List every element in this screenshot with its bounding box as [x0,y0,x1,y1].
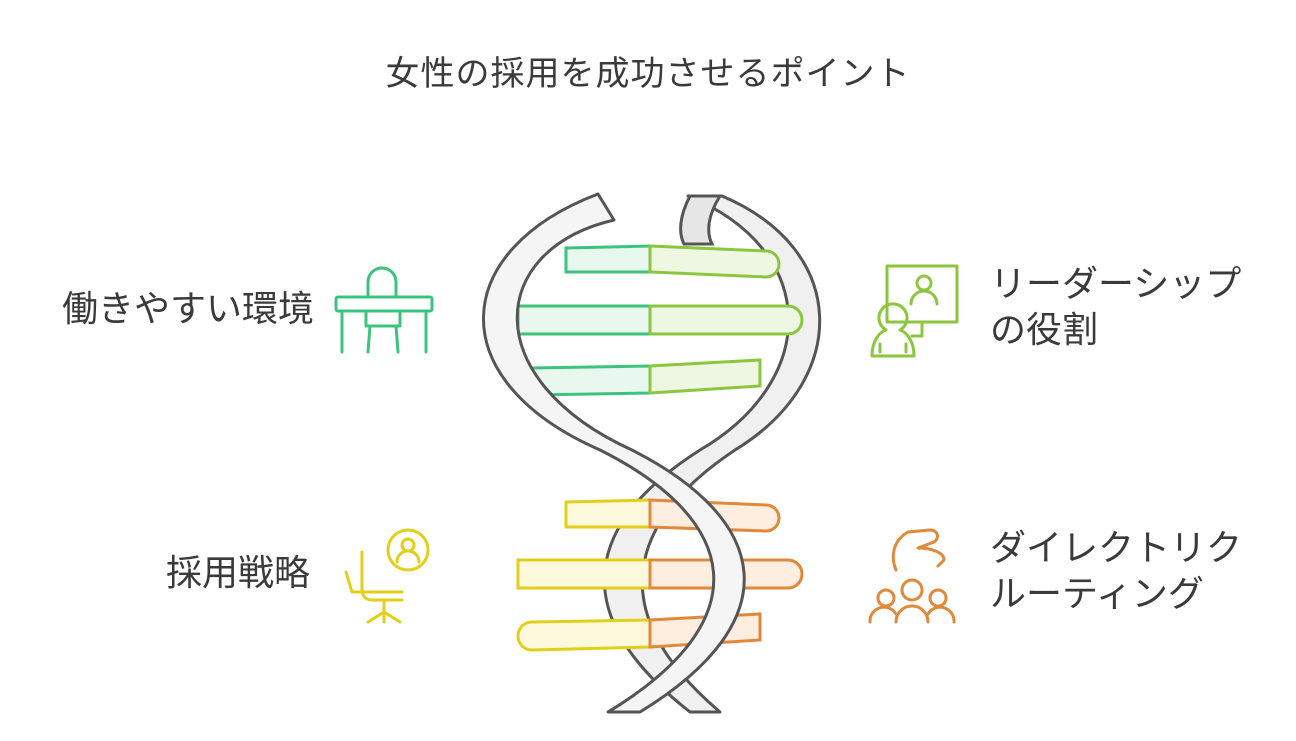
label-work-environment: 働きやすい環境 [61,289,314,330]
dna-back-strand [602,194,822,714]
group-hand-icon [868,528,956,624]
label-direct-recruiting: ダイレクトリク ルーティング [990,526,1290,618]
rung-top-3 [517,358,762,397]
label-leadership-line2: の役割 [990,310,1099,351]
rung-bottom-2 [516,558,804,590]
rung-top-2 [516,304,804,336]
label-leadership: リーダーシップ の役割 [990,262,1290,354]
dna-front-strand [482,192,746,714]
label-leadership-line1: リーダーシップ [990,264,1242,305]
label-direct-recruiting-line2: ルーティング [990,574,1204,615]
label-recruitment-strategy: 採用戦略 [165,553,310,594]
label-direct-recruiting-line1: ダイレクトリク [990,528,1243,569]
desk-chair-icon [334,266,434,354]
page-title: 女性の採用を成功させるポイント [385,54,911,94]
candidate-chair-icon [344,528,430,624]
rung-top-1 [564,244,781,279]
rung-bottom-1 [564,498,781,533]
dna-back-strand-top [679,194,723,246]
presenter-screen-icon [870,264,959,358]
